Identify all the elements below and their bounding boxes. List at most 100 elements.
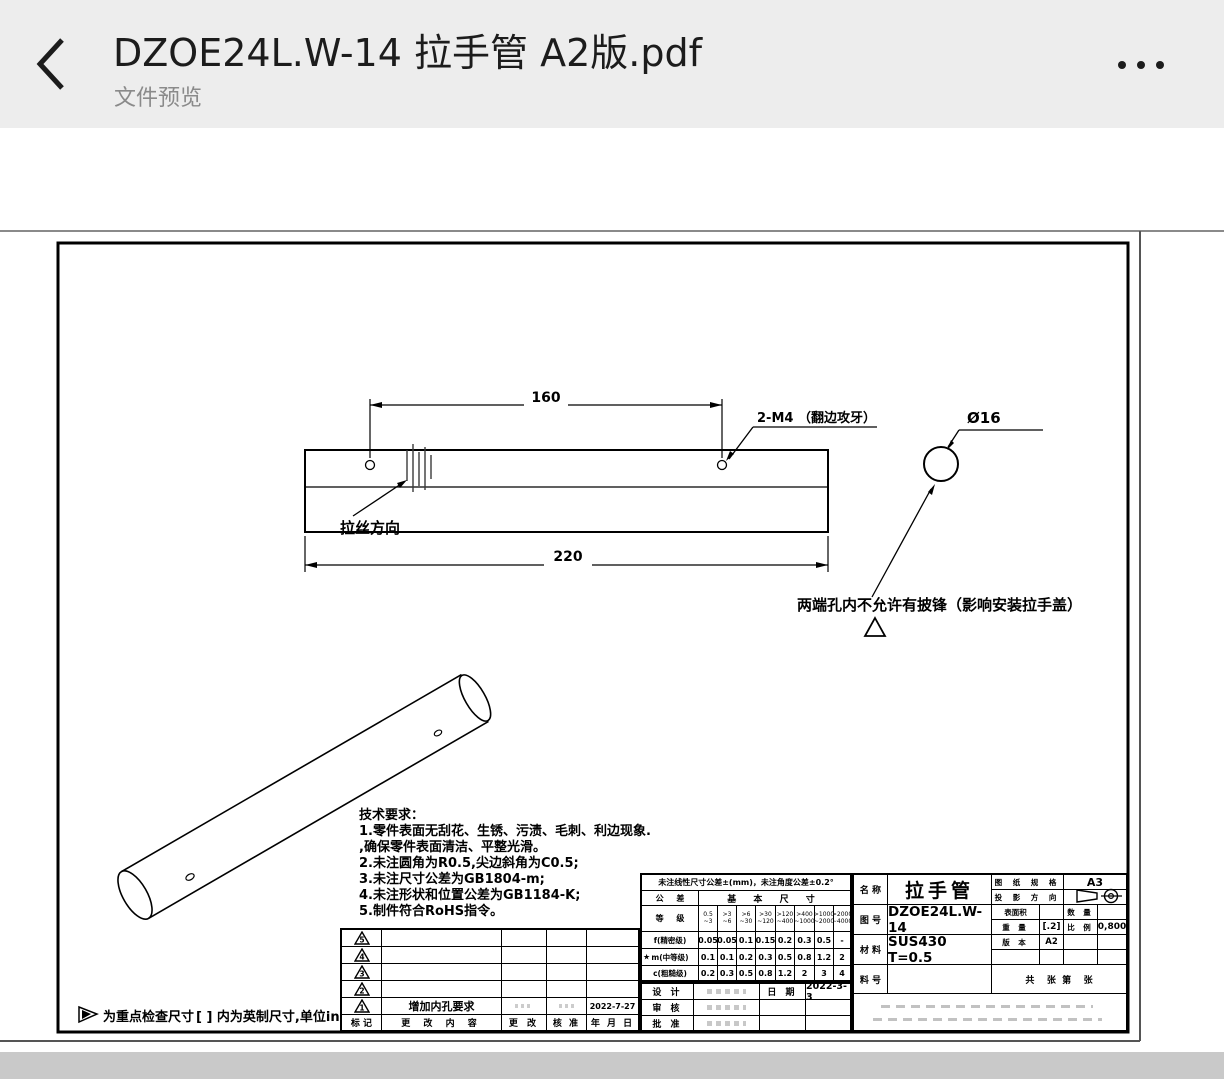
approval-block: 设 计 日 期 2022-3-3 审 核 批 准 (640, 982, 852, 1032)
part-name: 拉手管 (888, 875, 992, 905)
hole-callout: 2-M4 （翻边攻牙） (757, 411, 876, 426)
tol-cell: 0.1 (737, 932, 756, 949)
design-signature (694, 984, 760, 1000)
material-value: SUS430 T=0.5 (888, 935, 992, 965)
tol-cell: 2 (795, 966, 815, 980)
part-no-label: 料 号 (854, 965, 888, 994)
ellipsis-icon (1118, 61, 1126, 69)
diameter-callout: Ø16 (967, 409, 1001, 427)
dim-overall-length: 220 (550, 549, 586, 565)
projection-label: 投 影 方 向 (992, 890, 1064, 905)
drawing-no-value: DZOE24L.W-14 (888, 905, 992, 935)
tech-line: ,确保零件表面清洁、平整光滑。 (359, 840, 546, 855)
revision-content: 增加内孔要求 (382, 998, 502, 1015)
tol-cell: 4 (839, 968, 845, 978)
tol-cell: 1.2 (815, 949, 834, 966)
revision-number: 3 (359, 970, 364, 979)
signature-blur (707, 989, 746, 994)
revision-date (587, 930, 638, 947)
empty-cell (760, 1000, 806, 1016)
size-range: >3 ~6 (718, 906, 737, 932)
scale-value: 0,800 (1098, 920, 1126, 935)
size-range: >30 ~120 (756, 906, 776, 932)
version-label: 版 本 (992, 935, 1040, 950)
revision-number: 5 (359, 936, 364, 945)
empty-cell (760, 1016, 806, 1030)
more-menu-button[interactable] (1118, 50, 1188, 80)
name-label: 名 称 (854, 875, 888, 905)
empty-cell (1064, 950, 1098, 965)
tol-cell: 0.3 (718, 966, 737, 980)
revision-content (382, 964, 502, 981)
size-range: >120 ~400 (776, 906, 795, 932)
basic-size-header: 基 本 尺 寸 (699, 891, 850, 906)
dim-hole-spacing: 160 (528, 390, 564, 406)
sheet-spec-value: A3 (1064, 875, 1126, 890)
revision-date (587, 964, 638, 981)
revision-checked (547, 930, 587, 947)
tol-cell: 0.2 (776, 932, 795, 949)
tol-cell: 1.2 (776, 966, 795, 980)
tol-cell: 0.2 (699, 966, 718, 980)
empty-cell (992, 950, 1040, 965)
projection-symbol-cell (1064, 890, 1126, 905)
qty-value (1098, 905, 1126, 920)
revision-mark: 5 (342, 930, 382, 947)
chevron-left-icon (36, 38, 64, 90)
redacted-company-line (873, 1018, 1102, 1021)
bottom-toolbar[interactable] (0, 1052, 1224, 1079)
surface-area-value (1040, 905, 1064, 920)
revision-changed (502, 930, 547, 947)
revision-header-mark: 标 记 (342, 1015, 382, 1030)
back-button[interactable] (28, 34, 76, 94)
ellipsis-icon (1156, 61, 1164, 69)
revision-mark: 4 (342, 947, 382, 964)
preview-header: DZOE24L.W-14 拉手管 A2版.pdf 文件预览 (0, 0, 1224, 128)
part-no-value (888, 965, 992, 994)
revision-changed (502, 998, 547, 1015)
key-grade-star: ★ (643, 952, 651, 962)
sheet-count: 共 张 第 张 (992, 965, 1126, 994)
weight-label: 重 量 (992, 920, 1040, 935)
tech-line: 1.零件表面无刮花、生锈、污渍、毛刺、利边现象. (359, 824, 651, 839)
tol-cell: 0.3 (756, 949, 776, 966)
ellipsis-icon (1137, 61, 1145, 69)
revision-content (382, 981, 502, 998)
grade-m: ★ m(中等级) (642, 949, 699, 966)
revision-checked (547, 964, 587, 981)
revision-content (382, 947, 502, 964)
review-signature (694, 1000, 760, 1016)
signature-blur (515, 1004, 533, 1008)
tol-cell: 0.15 (756, 932, 776, 949)
revision-number: 1 (359, 1004, 364, 1013)
tolerance-title: 未注线性尺寸公差±(mm)，未注角度公差±0.2° (642, 875, 850, 891)
title-block: 名 称 拉手管 图 纸 规 格 A3 投 影 方 向 图 号 DZOE24L.W… (852, 873, 1128, 1032)
company-box (854, 994, 1126, 1030)
empty-cell (1040, 950, 1064, 965)
revision-mark: 3 (342, 964, 382, 981)
revision-header-content: 更 改 内 容 (382, 1015, 502, 1030)
revision-changed (502, 981, 547, 998)
tol-cell: 0.1 (699, 949, 718, 966)
empty-cell (1098, 935, 1126, 950)
material-label: 材 料 (854, 935, 888, 965)
size-range: >400 ~1000 (795, 906, 815, 932)
revision-mark: 1 (342, 998, 382, 1015)
revision-checked (547, 947, 587, 964)
tol-cell: 0.8 (756, 966, 776, 980)
review-label: 审 核 (642, 1000, 694, 1016)
revision-changed (502, 964, 547, 981)
tol-cell: 0.5 (776, 949, 795, 966)
grade-f: f(精密级) (642, 932, 699, 949)
date-value: 2022-3-3 (806, 984, 850, 1000)
qty-label: 数 量 (1064, 905, 1098, 920)
revision-date (587, 981, 638, 998)
tech-line: 5.制件符合RoHS指令。 (359, 904, 504, 919)
revision-number: 2 (359, 987, 364, 996)
surface-area-label: 表面积 (992, 905, 1040, 920)
revision-changed (502, 947, 547, 964)
sheet-spec-label: 图 纸 规 格 (992, 875, 1064, 890)
signature-blur (558, 1004, 575, 1008)
tol-cell: 0.5 (815, 932, 834, 949)
brush-direction-label: 拉丝方向 (340, 519, 401, 537)
